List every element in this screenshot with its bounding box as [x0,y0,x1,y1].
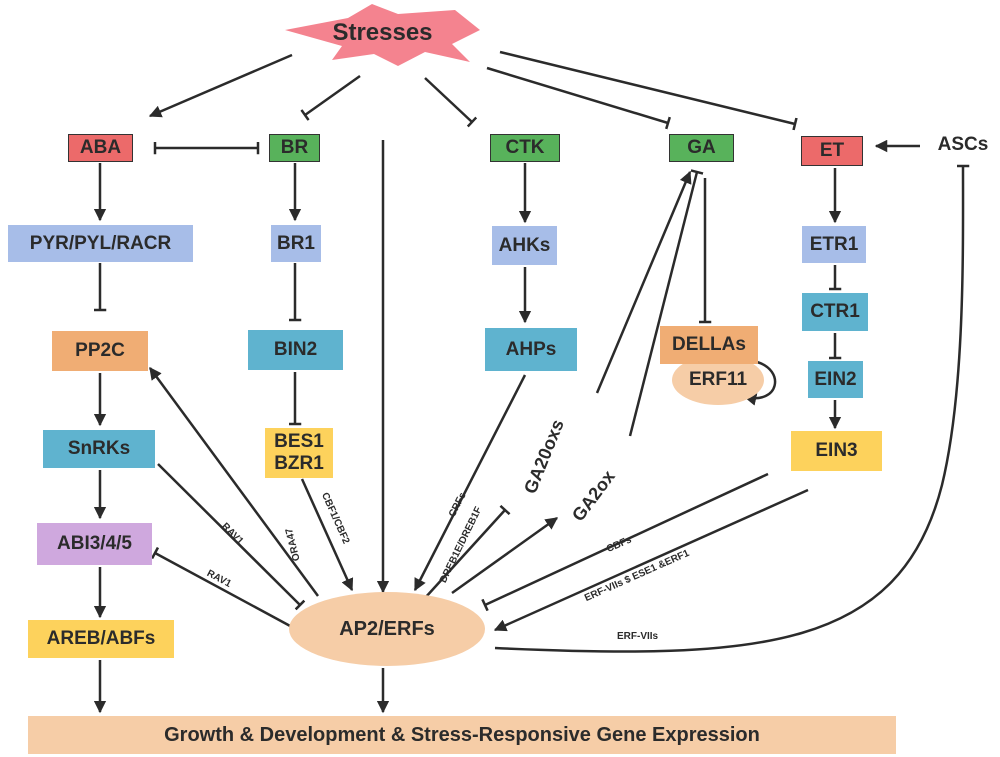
snrks-inhibits-hub [157,463,306,611]
stress-to-aba-arrow [148,53,293,118]
node-snrks: SnRKs [43,430,155,468]
ga20oxs-to-ga-arrow [595,170,692,394]
hub-inhibits-ascs-curve [494,164,970,653]
hub-to-ga2ox-arrow [451,516,559,595]
ein3-to-hub-arrow [493,488,809,632]
stress-inhibits-br [300,74,361,121]
stress-burst-shape [285,4,480,66]
hub-ellipse [289,592,485,666]
stresses-label: Stresses [332,19,433,46]
bes1-label: BES1 [274,431,324,452]
node-aba: ABA [68,134,133,162]
node-br1: BR1 [271,225,321,262]
ein3-inhibits-hub [481,472,769,612]
node-br: BR [269,134,320,162]
bzr1-label: BZR1 [274,453,324,474]
node-ga: GA [669,134,734,162]
node-etr1: ETR1 [802,226,866,263]
ahps-to-hub-arrow [413,374,527,592]
node-ctr1: CTR1 [802,293,868,331]
bes1-to-hub-arrow [300,478,354,592]
hub-to-pp2c-arrow [148,366,320,597]
hub-inhibits-ga20oxs [424,504,511,599]
output-bar: Growth & Development & Stress-Responsive… [28,716,896,754]
node-dellas: DELLAs [660,326,758,364]
node-abi: ABI3/4/5 [37,523,152,565]
node-ahks: AHKs [492,226,557,265]
node-pp2c: PP2C [52,331,148,371]
node-bes1-bzr1: BES1 BZR1 [265,428,333,478]
node-ein2: EIN2 [808,361,863,398]
stress-inhibits-ga [486,66,672,130]
label-erf-viis: ERF-VIIs [617,631,659,642]
node-ein3: EIN3 [791,431,882,471]
node-ascs: ASCs [937,134,989,155]
node-pyr-pyl-racr: PYR/PYL/RACR [8,225,193,262]
node-areb-abfs: AREB/ABFs [28,620,174,658]
node-ahps: AHPs [485,328,577,371]
node-bin2: BIN2 [248,330,343,370]
node-ap2-erfs: AP2/ERFs [339,617,435,640]
node-ctk: CTK [490,134,560,162]
stress-inhibits-et [499,50,798,131]
hub-inhibits-abi [150,546,293,629]
stress-inhibits-ctk [424,77,478,128]
node-erf11: ERF11 [688,369,748,390]
node-et: ET [801,136,863,166]
ga2ox-inhibits-ga [628,169,704,437]
erf11-self-loop [743,360,777,406]
